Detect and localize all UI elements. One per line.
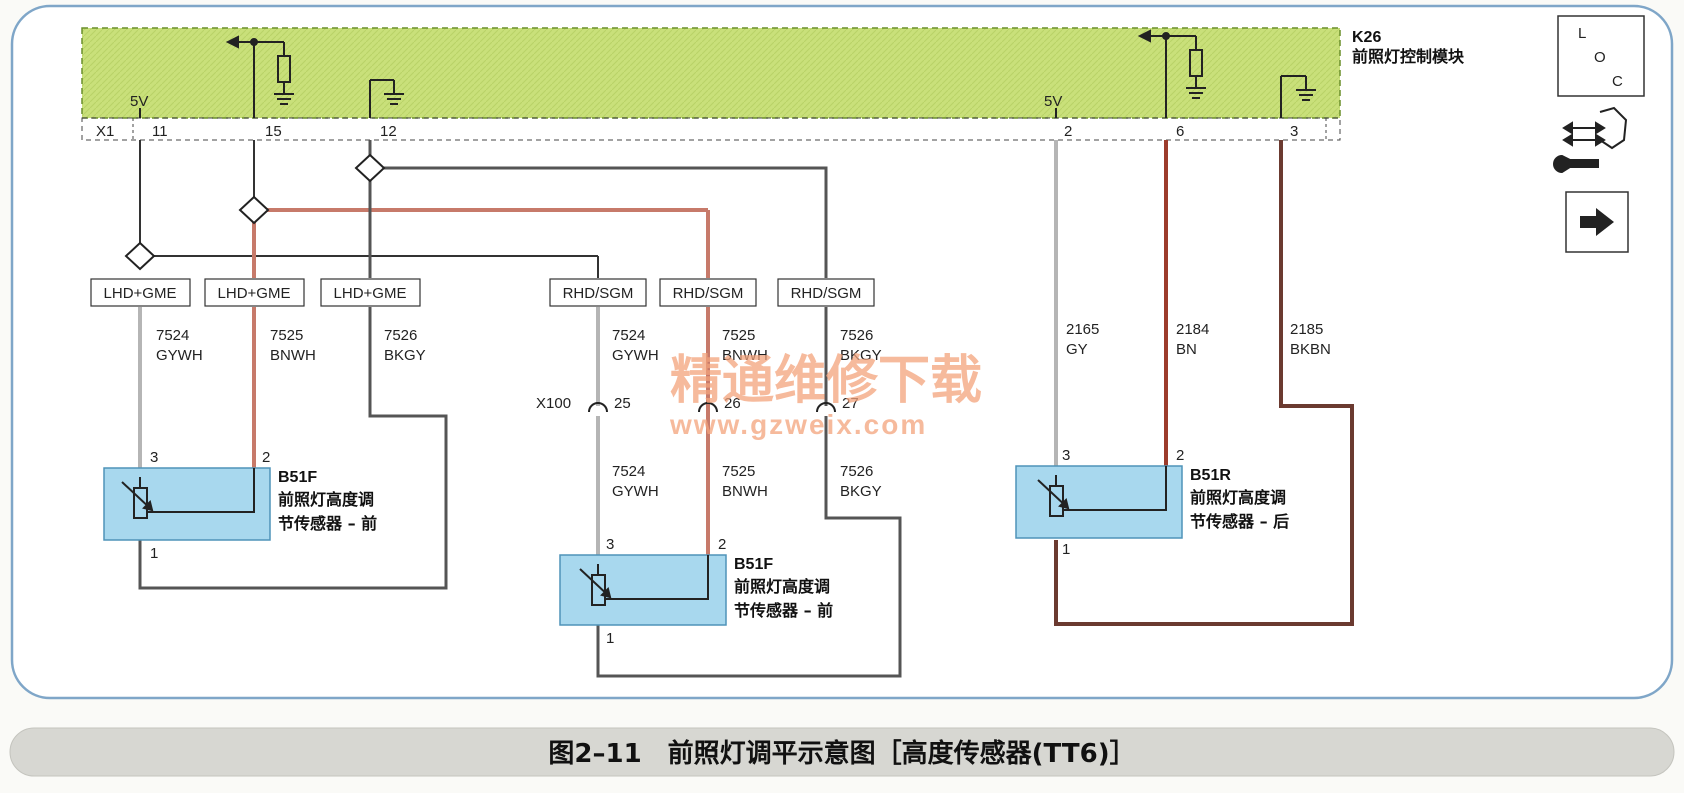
tag-rhd-2 <box>659 278 757 307</box>
loc-box: L O C <box>1557 15 1645 97</box>
module-internal-right <box>1055 29 1316 118</box>
k26-name: 前照灯控制模块 <box>1352 47 1465 66</box>
wire-7525-num: 7525 <box>270 327 303 344</box>
x1-pin-15: 15 <box>265 123 282 140</box>
diagram-frame <box>10 4 1674 700</box>
b51r-pin-3: 3 <box>1062 447 1070 464</box>
wire-7524-color-rhd-lower: GYWH <box>612 483 659 500</box>
x1-pin-3: 3 <box>1290 123 1298 140</box>
tag-lhd-1 <box>90 278 191 307</box>
b51f-lhd-pin-1: 1 <box>150 545 158 562</box>
b51r-line1: 前照灯高度调 <box>1190 488 1286 507</box>
b51f-rhd-id: B51F <box>734 556 773 573</box>
wire-7526-num: 7526 <box>384 327 417 344</box>
tag-lhd-1-label: LHD+GME <box>104 285 177 302</box>
tag-rhd-3 <box>777 278 875 307</box>
tag-lhd-2 <box>204 278 305 307</box>
x100-connector <box>588 402 836 413</box>
tag-lhd-3 <box>320 278 421 307</box>
wire-7524-num-rhd: 7524 <box>612 327 645 344</box>
b51f-rhd-pin-2: 2 <box>718 536 726 553</box>
sensor-b51r: 3 2 1 B51R 前照灯高度调 节传感器 – 后 <box>1015 447 1289 558</box>
wire-7526-num-rhd: 7526 <box>840 327 873 344</box>
wire-7524-color: GYWH <box>156 347 203 364</box>
splice-left-11 <box>124 241 156 271</box>
tag-rhd-1 <box>549 278 647 307</box>
watermark-url: www.gzweix.com <box>669 409 927 440</box>
x1-pin-11: 11 <box>152 123 168 140</box>
wire-2184-color: BN <box>1176 341 1197 358</box>
tag-lhd-3-label: LHD+GME <box>334 285 407 302</box>
x100-pin-25: 25 <box>614 395 631 412</box>
wire-2185-num: 2185 <box>1290 321 1323 338</box>
b51f-rhd-pin-3: 3 <box>606 536 614 553</box>
x1-pin-6: 6 <box>1176 123 1184 140</box>
x1-connector-strip <box>81 117 1341 141</box>
b51f-lhd-line2: 节传感器 – 前 <box>278 514 377 533</box>
x100-label: X100 <box>536 395 571 412</box>
wire-7526-path <box>138 140 902 678</box>
x100-pin-27: 27 <box>842 395 859 412</box>
sensor-b51f-lhd: 3 2 1 B51F 前照灯高度调 节传感器 – 前 <box>103 449 377 562</box>
watermark-cn: 精通维修下载 <box>670 351 982 411</box>
figure-caption: 图2–11 前照灯调平示意图［高度传感器(TT6)］ <box>548 738 1135 769</box>
b51r-line2: 节传感器 – 后 <box>1190 512 1289 531</box>
b51r-id: B51R <box>1190 467 1231 484</box>
wire-7525-num-rhd-lower: 7525 <box>722 463 755 480</box>
wire-7524-num: 7524 <box>156 327 189 344</box>
k26-module-box <box>81 27 1341 119</box>
b51f-rhd-line1: 前照灯高度调 <box>734 577 830 596</box>
tag-lhd-2-label: LHD+GME <box>218 285 291 302</box>
wire-2184-num: 2184 <box>1176 321 1209 338</box>
x1-pin-2: 2 <box>1064 123 1072 140</box>
b51f-lhd-pin-3: 3 <box>150 449 158 466</box>
tag-rhd-1-label: RHD/SGM <box>563 285 634 302</box>
caption-bar <box>9 727 1675 777</box>
wire-2185-path <box>1054 140 1354 626</box>
next-arrow-icon <box>1565 191 1629 253</box>
wire-7525-path <box>252 140 710 555</box>
loc-c: C <box>1612 73 1623 90</box>
b51f-rhd-pin-1: 1 <box>606 630 614 647</box>
wire-7525-color-rhd-lower: BNWH <box>722 483 768 500</box>
b51f-lhd-id: B51F <box>278 469 317 486</box>
sensor-b51f-rhd: 3 2 1 B51F 前照灯高度调 节传感器 – 前 <box>559 536 833 647</box>
splice-left-15 <box>238 195 270 225</box>
supply-5v-right: 5V <box>1044 93 1062 110</box>
loc-o: O <box>1594 49 1606 66</box>
b51r-pin-1: 1 <box>1062 541 1070 558</box>
b51f-rhd-line2: 节传感器 – 前 <box>734 601 833 620</box>
x100-pin-26: 26 <box>724 395 741 412</box>
supply-5v-left: 5V <box>130 93 148 110</box>
wire-7525-color: BNWH <box>270 347 316 364</box>
b51f-lhd-pin-2: 2 <box>262 449 270 466</box>
wire-7525-num-rhd: 7525 <box>722 327 755 344</box>
module-internal-left <box>139 35 404 118</box>
x1-label: X1 <box>96 123 114 140</box>
b51r-pin-2: 2 <box>1176 447 1184 464</box>
b51f-lhd-line1: 前照灯高度调 <box>278 490 374 509</box>
wire-2185-color: BKBN <box>1290 341 1331 358</box>
x1-pin-12: 12 <box>380 123 397 140</box>
wire-7526-color-rhd: BKGY <box>840 347 882 364</box>
wire-7526-num-rhd-lower: 7526 <box>840 463 873 480</box>
tag-rhd-3-label: RHD/SGM <box>791 285 862 302</box>
connector-wrench-icon <box>1553 106 1628 174</box>
wire-7525-color-rhd: BNWH <box>722 347 768 364</box>
wire-7524-num-rhd-lower: 7524 <box>612 463 645 480</box>
wire-2165-num: 2165 <box>1066 321 1099 338</box>
splice-left-12 <box>354 153 386 183</box>
k26-id: K26 <box>1352 29 1381 46</box>
loc-l: L <box>1578 25 1586 42</box>
wire-2165-color: GY <box>1066 341 1088 358</box>
tag-rhd-2-label: RHD/SGM <box>673 285 744 302</box>
wire-7524-color-rhd: GYWH <box>612 347 659 364</box>
wire-7526-color-rhd-lower: BKGY <box>840 483 882 500</box>
wire-7526-color: BKGY <box>384 347 426 364</box>
